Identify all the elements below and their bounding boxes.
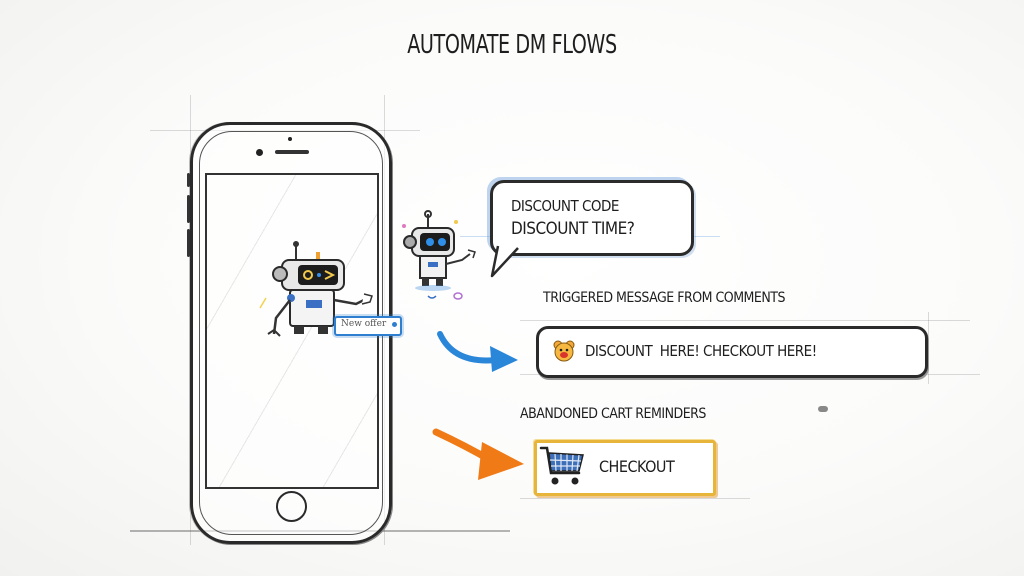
blue-arrow-icon (437, 331, 518, 372)
flow-label-abandoned-cart: ABANDONED CART REMINDERS (520, 406, 706, 422)
bubble-text-line1: DISCOUNT CODE (511, 197, 619, 215)
robot-message-badge: New offer (334, 316, 402, 336)
guide-line (928, 312, 929, 384)
shopping-cart-icon (539, 446, 584, 485)
checkout-label: CHECKOUT (599, 457, 675, 476)
guide-line (520, 498, 750, 499)
comment-trigger-message[interactable]: DISCOUNT HERE! CHECKOUT HERE! (536, 326, 928, 378)
robot-icon (259, 241, 373, 337)
guide-line (520, 320, 970, 321)
phone-home-button (276, 491, 307, 522)
phone-speaker (275, 150, 309, 154)
page-title: AUTOMATE DM FLOWS (407, 30, 617, 60)
phone-camera-icon (256, 149, 263, 156)
comment-message-text: DISCOUNT HERE! CHECKOUT HERE! (585, 342, 817, 360)
smiley-face-icon (553, 340, 575, 362)
doodle-mark (818, 406, 828, 412)
checkout-button[interactable]: CHECKOUT (534, 440, 716, 496)
speech-bubble-tail (490, 244, 519, 278)
phone-sensor-dot (288, 137, 292, 141)
phone-side-button (187, 195, 190, 223)
small-robot-icon (402, 210, 476, 300)
speech-bubble: DISCOUNT CODE DISCOUNT TIME? (490, 180, 694, 256)
bubble-text-line2: DISCOUNT TIME? (511, 219, 635, 239)
robot-badge-text: New offer (341, 319, 387, 329)
flow-label-comments: TRIGGERED MESSAGE FROM COMMENTS (543, 290, 786, 306)
badge-dot-icon (392, 322, 397, 327)
phone-side-button (187, 229, 190, 257)
phone-side-button (187, 173, 190, 187)
orange-arrow-icon (432, 428, 524, 480)
